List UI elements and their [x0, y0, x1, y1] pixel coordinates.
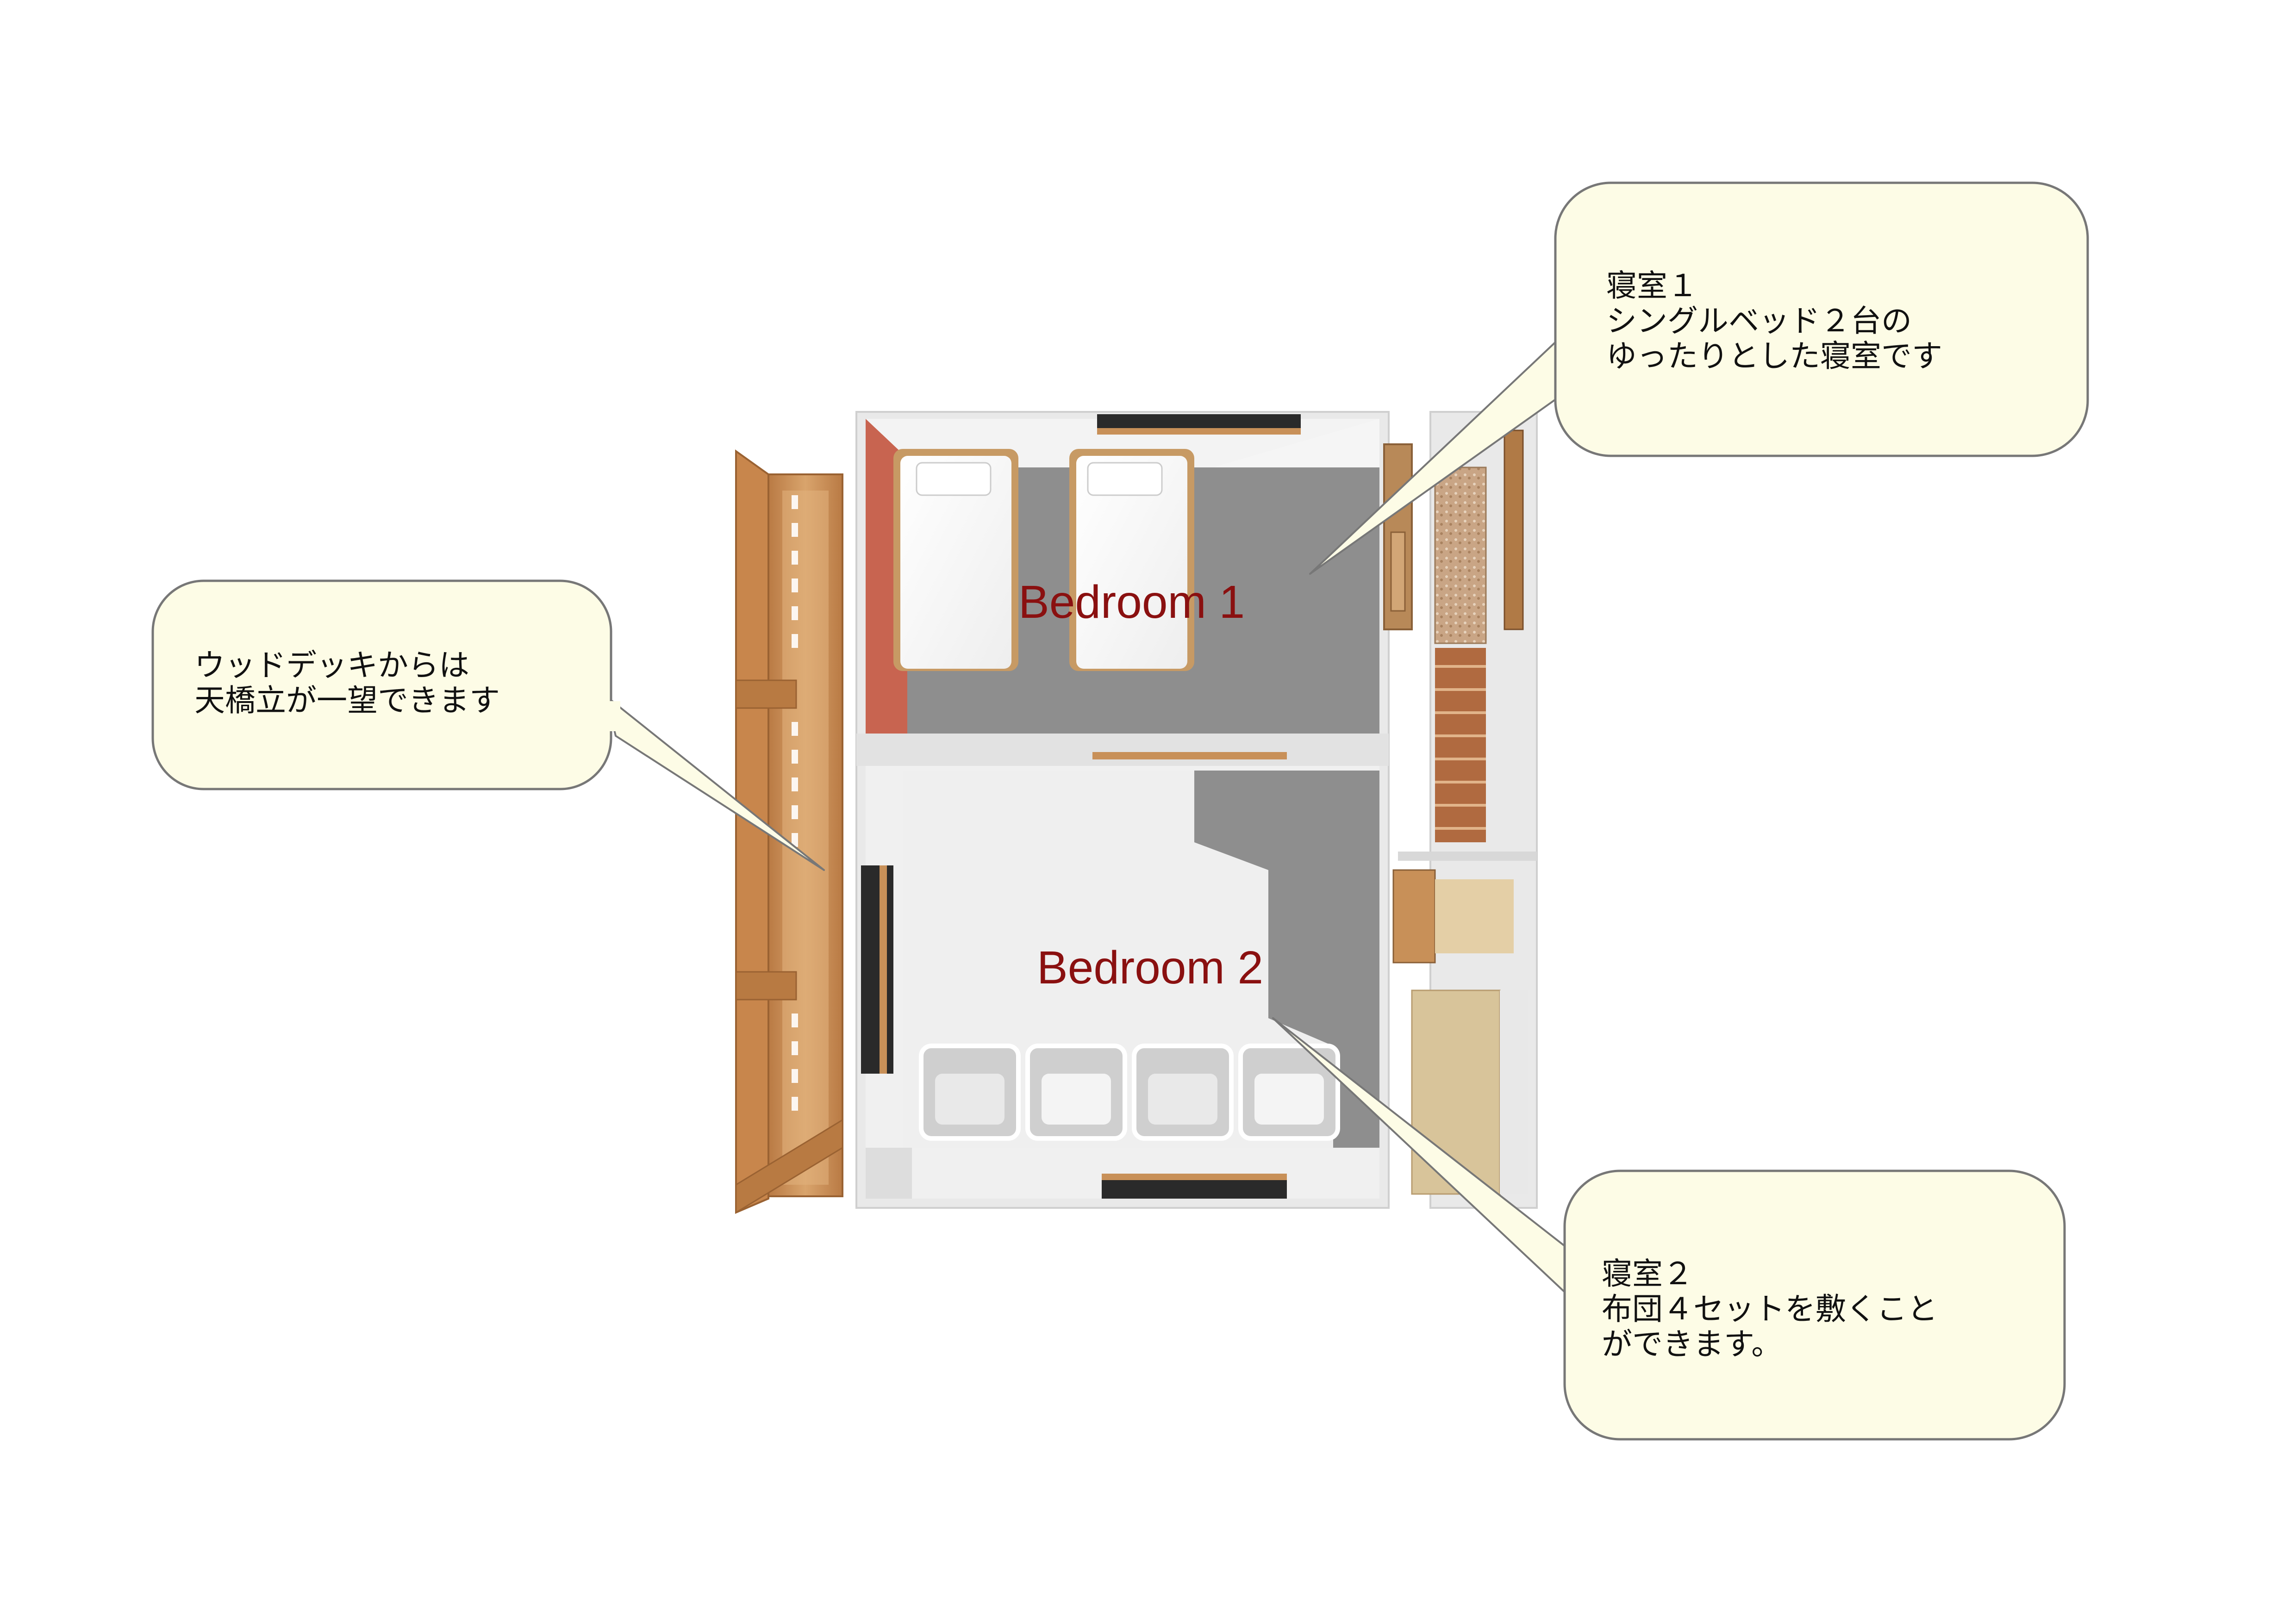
callout-bedroom2-line-1: 寝室２	[1602, 1256, 1693, 1292]
deck-rail-slats	[792, 495, 798, 1111]
svg-text:ウッドデッキからは 天橋立が一望できます: ウッドデッキからは 天橋立が一望できます	[194, 647, 500, 718]
svg-text:寝室２ 布団４セットを敷くこと がで: 寝室２ 布団４セットを敷くこと ができます。	[1602, 1256, 1947, 1362]
svg-text:寝室１ シングルベッド２台の ゆった: 寝室１ シングルベッド２台の ゆったりとした寝室です	[1606, 268, 1942, 374]
callout-bedroom1-line-1: 寝室１	[1606, 268, 1698, 304]
callout-bedroom2: 寝室２ 布団４セットを敷くこと ができます。	[1272, 1017, 2066, 1441]
callout-bedroom2-line-2: 布団４セットを敷くこと	[1602, 1291, 1938, 1327]
bedroom-1: Bedroom 1	[866, 414, 1413, 734]
callout-deck-line-2: 天橋立が一望できます	[194, 683, 500, 718]
futon-set	[919, 1044, 1340, 1141]
callout-deck: ウッドデッキからは 天橋立が一望できます	[151, 579, 825, 871]
window-bedroom2-left	[861, 865, 893, 1074]
callout-bedroom1: 寝室１ シングルベッド２台の ゆったりとした寝室です	[1309, 181, 2089, 575]
single-bed-1	[893, 449, 1018, 671]
window-bedroom1-top	[1097, 414, 1301, 435]
callout-bedroom1-line-3: ゆったりとした寝室です	[1606, 338, 1942, 374]
staircase	[1435, 648, 1486, 842]
divider-wall	[856, 734, 1389, 766]
bedroom2-label: Bedroom 2	[1037, 942, 1263, 994]
callout-bedroom1-line-2: シングルベッド２台の	[1606, 303, 1912, 339]
bedroom-2: Bedroom 2	[861, 766, 1379, 1199]
door-bedroom2-top	[1092, 752, 1287, 759]
callout-deck-line-1: ウッドデッキからは	[194, 647, 469, 683]
wood-deck	[735, 449, 843, 1214]
window-bedroom2-bottom	[1102, 1174, 1287, 1199]
single-bed-2	[1069, 449, 1194, 671]
callout-bedroom2-line-3: ができます。	[1602, 1326, 1782, 1362]
bedroom1-label: Bedroom 1	[1018, 576, 1245, 628]
